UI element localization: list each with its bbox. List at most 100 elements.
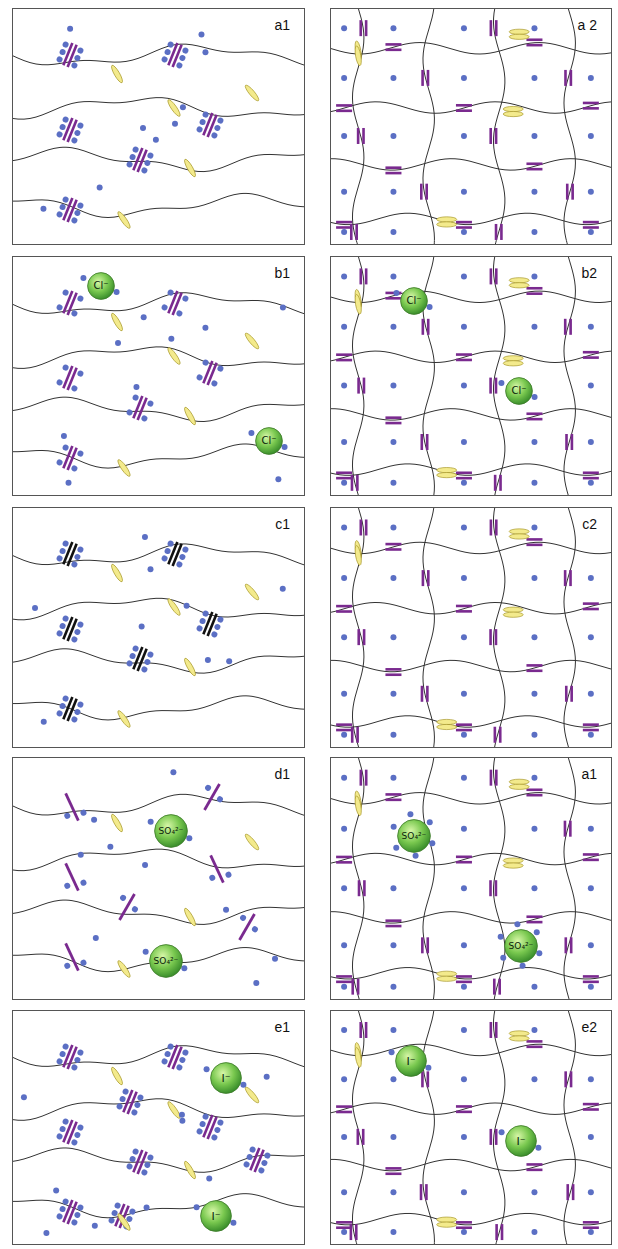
water-dot <box>214 1126 222 1134</box>
crosslink-bar <box>526 168 542 171</box>
yellow-segment <box>437 1222 457 1227</box>
water-dot <box>167 41 175 49</box>
crosslink-bar <box>336 605 352 608</box>
water-dot <box>202 1113 210 1121</box>
water-dot <box>56 555 64 563</box>
crosslink <box>115 1087 144 1117</box>
yellow-segment <box>354 1047 363 1068</box>
crosslink-bar <box>385 919 401 922</box>
crosslink-bar <box>500 224 503 240</box>
crosslink-bar <box>420 434 423 450</box>
water-dot <box>202 610 210 618</box>
network-strand <box>352 1011 363 1244</box>
ion-label: I⁻ <box>406 1056 415 1067</box>
water-dot <box>71 716 79 724</box>
crosslink-bar <box>426 434 429 450</box>
crosslink-bar <box>359 519 362 535</box>
water-dot <box>461 1076 467 1082</box>
crosslink-bar <box>499 475 502 491</box>
crosslink-bar <box>385 673 401 676</box>
crosslink-bar <box>385 416 401 419</box>
yellow-segment <box>503 607 523 612</box>
water-dot <box>390 1229 396 1235</box>
water-dot <box>126 161 134 169</box>
water-dot <box>199 617 207 625</box>
ion-circle-outline <box>150 945 183 978</box>
crosslink-bar <box>526 915 542 918</box>
yellow-segment <box>437 217 457 222</box>
ion-circle: SO₄²⁻ <box>154 814 188 848</box>
yellow-segment <box>503 863 523 868</box>
yellow-segment <box>437 1217 457 1222</box>
water-dot <box>531 75 537 81</box>
yellow-segment <box>509 534 529 539</box>
crosslink-bar <box>422 319 425 335</box>
water-dot <box>63 812 71 820</box>
crosslink-bar <box>564 821 567 837</box>
crosslink-bar <box>385 799 401 802</box>
network-strand <box>331 159 611 170</box>
water-dot <box>141 666 149 674</box>
crosslink-bar <box>495 1224 498 1240</box>
water-dot <box>143 949 149 955</box>
water-dot <box>62 444 70 452</box>
crosslink-bar <box>456 723 472 726</box>
water-dot <box>56 56 64 64</box>
water-dot <box>216 795 224 803</box>
water-dot <box>114 1202 122 1210</box>
water-dot <box>531 480 537 486</box>
polymer-chain <box>13 98 304 120</box>
crosslink-bar <box>365 20 368 36</box>
water-dot <box>500 955 506 961</box>
network-strand <box>331 1044 611 1055</box>
water-dot <box>341 984 347 990</box>
crosslink-bar <box>336 975 352 978</box>
water-dot <box>74 628 82 636</box>
crosslink-bar <box>583 723 599 726</box>
crosslink <box>195 1112 224 1142</box>
water-dot <box>341 1189 347 1195</box>
yellow-segment <box>509 1036 529 1041</box>
water-dot <box>390 524 396 530</box>
water-dot <box>531 25 537 31</box>
water-dot <box>391 824 397 830</box>
water-dot <box>224 871 232 879</box>
crosslink-bar <box>526 788 542 791</box>
panel-art <box>331 257 611 495</box>
crosslink-bar <box>569 821 572 837</box>
panel-art <box>13 534 304 729</box>
network-strand <box>493 9 504 244</box>
yellow-segment <box>116 210 132 229</box>
water-dot <box>79 879 87 887</box>
polymer-chain <box>13 649 304 673</box>
water-dot <box>164 547 172 555</box>
water-dot <box>182 1049 190 1057</box>
crosslink-bar <box>336 723 352 726</box>
ion-label: I⁻ <box>221 1073 230 1084</box>
water-dot <box>71 1139 79 1147</box>
panel-label: c1 <box>273 516 292 533</box>
crosslink-bar <box>456 109 472 112</box>
crosslink-bar <box>456 605 472 608</box>
crosslink-bar <box>571 434 574 450</box>
water-dot <box>77 1124 85 1132</box>
network-strand <box>331 213 611 224</box>
yellow-segment <box>354 294 363 315</box>
yellow-segment <box>110 64 125 84</box>
crosslink-bar <box>456 729 472 732</box>
ion-circle: SO₄²⁻ <box>149 944 183 978</box>
ion-circle-outline <box>505 930 538 963</box>
water-dot <box>153 137 159 143</box>
ion-circle: SO₄²⁻ <box>504 929 538 963</box>
panel-art <box>13 1042 304 1236</box>
crosslink-bar <box>495 770 498 786</box>
yellow-segment <box>503 361 523 366</box>
crosslink-bar <box>490 268 493 284</box>
crosslink-bar <box>456 104 472 107</box>
crosslink <box>55 288 84 318</box>
water-dot <box>196 1128 204 1136</box>
water-dot <box>56 211 64 219</box>
crosslink-bar <box>566 184 569 200</box>
yellow-segment <box>116 709 132 728</box>
water-dot <box>131 905 139 913</box>
